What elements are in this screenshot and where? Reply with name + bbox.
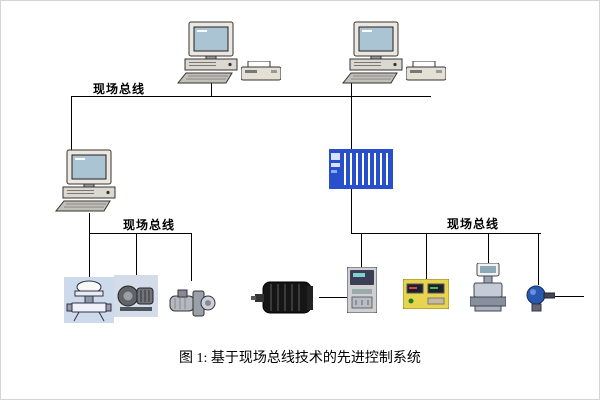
connector-ws2-to-plc bbox=[351, 83, 352, 149]
bus-line-right bbox=[351, 233, 541, 234]
printer-icon-1 bbox=[241, 61, 281, 81]
connector-plc-to-rightbus bbox=[351, 189, 352, 233]
printer-icon-2 bbox=[406, 61, 446, 81]
bus-label-right: 现场总线 bbox=[447, 217, 500, 231]
sensor-icon bbox=[526, 285, 555, 312]
connector-rightbus-to-sensor bbox=[538, 233, 539, 285]
connector-rightbus-to-panel bbox=[426, 233, 427, 279]
flow-transmitter-icon bbox=[470, 263, 506, 312]
plc-rack-icon bbox=[329, 149, 393, 189]
sensor-probe-line bbox=[553, 296, 584, 297]
connector-wsleft-to-leftbus bbox=[89, 213, 90, 233]
bus-line-top bbox=[71, 96, 431, 97]
connector-ws1-to-topbus bbox=[211, 83, 212, 96]
bus-line-left bbox=[89, 233, 191, 234]
connector-leftbus-to-actuator bbox=[191, 233, 192, 281]
connector-leftbus-to-valve bbox=[89, 233, 90, 277]
figure-caption: 图 1: 基于现场总线技术的先进控制系统 bbox=[179, 351, 421, 366]
connector-topbus-to-ws-left bbox=[71, 96, 72, 150]
pump-icon bbox=[114, 275, 158, 317]
connector-leftbus-to-pump bbox=[136, 233, 137, 275]
bus-label-top: 现场总线 bbox=[93, 82, 146, 96]
servo-motor-icon bbox=[251, 281, 314, 314]
workstation-icon-top-2 bbox=[342, 21, 403, 84]
instrument-panel-icon bbox=[403, 279, 449, 309]
connector-rightbus-to-vfd bbox=[361, 233, 362, 267]
workstation-icon-top-1 bbox=[177, 21, 238, 84]
connector-motor-to-vfd bbox=[319, 297, 347, 298]
vfd-drive-icon bbox=[347, 267, 377, 313]
connector-rightbus-to-flowmeter bbox=[488, 233, 489, 263]
control-valve-icon bbox=[64, 277, 114, 323]
bus-label-left: 现场总线 bbox=[123, 218, 176, 232]
workstation-icon-left bbox=[55, 149, 116, 212]
valve-actuator-icon bbox=[169, 289, 216, 317]
